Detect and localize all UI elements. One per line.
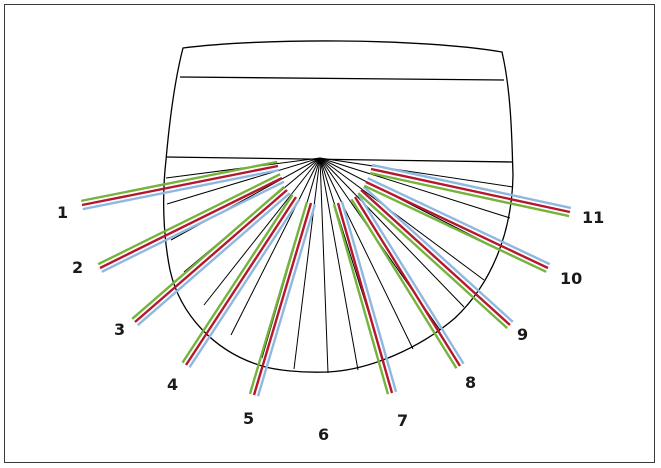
label-3: 3 — [114, 320, 125, 339]
spoke-line — [166, 157, 321, 205]
lower-band-line — [165, 156, 513, 163]
lead-line — [363, 185, 514, 323]
lead-line — [99, 176, 283, 270]
spoke-line — [293, 157, 321, 370]
shape-outline — [163, 40, 514, 373]
label-1: 1 — [57, 203, 68, 222]
label-8: 8 — [465, 373, 476, 392]
lead-line — [248, 201, 309, 395]
label-7: 7 — [397, 411, 408, 430]
colored-leads-group — [80, 160, 572, 397]
spoke-line — [230, 157, 321, 336]
spoke-line — [319, 157, 485, 281]
lead-line — [188, 198, 301, 368]
lead-line — [134, 189, 288, 323]
spokes-group — [165, 157, 514, 374]
lead-line — [184, 196, 298, 366]
lead-line — [181, 194, 294, 364]
upper-band-line — [179, 76, 505, 81]
lead-line — [131, 185, 286, 320]
spoke-line — [319, 157, 514, 188]
spoke-line — [203, 157, 321, 306]
label-4: 4 — [167, 375, 178, 394]
lead-line — [365, 180, 549, 270]
label-11: 11 — [582, 208, 604, 227]
label-10: 10 — [560, 269, 582, 288]
lead-line — [360, 189, 511, 326]
spoke-line — [319, 157, 414, 350]
lead-line — [357, 194, 465, 365]
lead-line — [370, 167, 571, 214]
spoke-line — [319, 157, 511, 219]
spoke-line — [319, 157, 465, 308]
lead-line — [80, 160, 278, 203]
lead-line — [363, 184, 547, 273]
lead-line — [336, 202, 394, 394]
lead-line — [332, 203, 390, 395]
lead-line — [357, 192, 508, 330]
lead-line — [81, 164, 279, 207]
diagram-frame — [4, 4, 655, 463]
lead-line — [82, 168, 280, 211]
lead-line — [340, 201, 398, 393]
lead-line — [136, 192, 291, 327]
lead-line — [252, 202, 313, 396]
lead-line — [369, 171, 570, 218]
lead-line — [353, 196, 462, 367]
label-2: 2 — [72, 258, 83, 277]
lead-line — [256, 203, 317, 397]
lead-line — [367, 177, 551, 266]
spoke-line — [319, 157, 359, 371]
lead-line — [350, 198, 458, 369]
label-6: 6 — [318, 425, 329, 444]
lead-line — [101, 180, 285, 273]
lead-line — [97, 173, 281, 266]
label-9: 9 — [517, 325, 528, 344]
spoke-line — [319, 157, 329, 374]
label-5: 5 — [243, 409, 254, 428]
lead-line — [371, 163, 572, 210]
